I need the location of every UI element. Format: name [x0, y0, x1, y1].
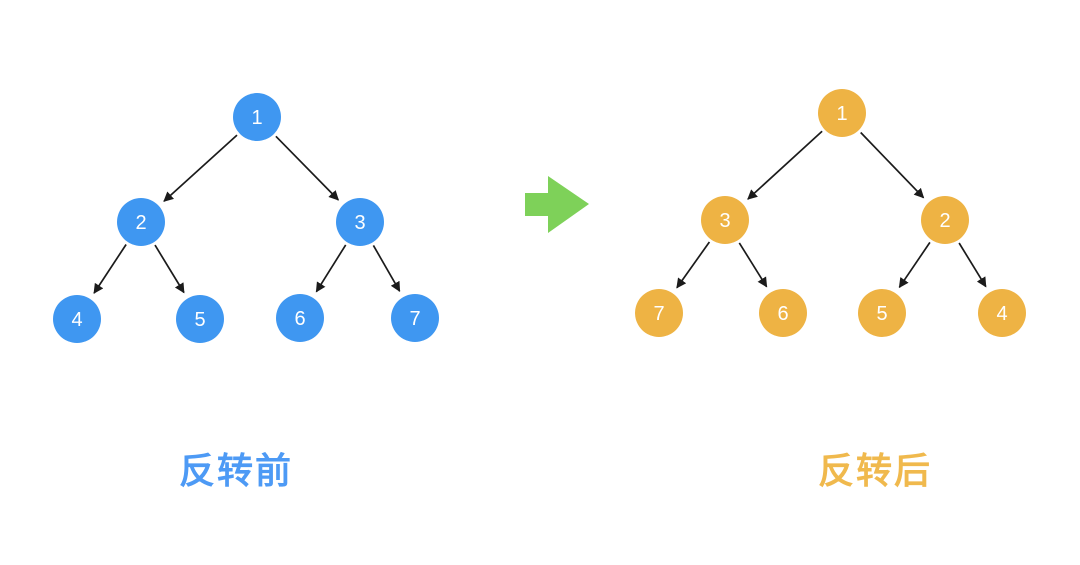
node-value-5: 5 [194, 309, 205, 331]
tree-edge-b1-b3 [275, 135, 340, 201]
tree-node-after-6 [759, 289, 807, 337]
node-value-6: 6 [777, 303, 788, 325]
tree-edge-a1-a2 [860, 131, 925, 199]
tree-edge-a3-a7 [676, 241, 711, 289]
node-value-6: 6 [294, 308, 305, 330]
tree-edge-a2-a5 [898, 241, 931, 289]
node-value-2: 2 [135, 212, 146, 234]
tree-node-before-7 [391, 294, 439, 342]
tree-node-before-1 [233, 93, 281, 141]
node-value-7: 7 [653, 303, 664, 325]
node-value-4: 4 [71, 309, 82, 331]
node-value-5: 5 [876, 303, 887, 325]
node-value-4: 4 [996, 303, 1007, 325]
tree-node-before-4 [53, 295, 101, 343]
tree-node-after-5 [858, 289, 906, 337]
before-tree-label: 反转前 [178, 450, 294, 491]
tree-edge-a3-a6 [738, 242, 768, 288]
tree-after: 1 3 2 7 6 5 4 [635, 89, 1026, 337]
tree-node-after-1 [818, 89, 866, 137]
node-value-2: 2 [939, 210, 950, 232]
tree-node-before-3 [336, 198, 384, 246]
tree-edge-b3-b7 [372, 244, 401, 292]
node-value-1: 1 [251, 107, 262, 129]
tree-node-before-6 [276, 294, 324, 342]
tree-edge-b2-b4 [93, 244, 127, 294]
tree-node-after-2 [921, 196, 969, 244]
tree-node-before-5 [176, 295, 224, 343]
tree-node-after-7 [635, 289, 683, 337]
tree-node-before-2 [117, 198, 165, 246]
node-value-3: 3 [719, 210, 730, 232]
node-value-3: 3 [354, 212, 365, 234]
tree-before: 1 2 3 4 5 6 7 [53, 93, 439, 343]
tree-edge-b1-b2 [163, 134, 238, 202]
node-value-1: 1 [836, 103, 847, 125]
tree-node-after-3 [701, 196, 749, 244]
tree-edge-a2-a4 [958, 242, 987, 288]
after-tree-label: 反转后 [817, 450, 933, 491]
tree-edge-b2-b5 [154, 244, 185, 294]
tree-edge-a1-a3 [747, 130, 823, 200]
tree-node-after-4 [978, 289, 1026, 337]
transform-right-arrow-icon [525, 176, 589, 233]
node-value-7: 7 [409, 308, 420, 330]
tree-edge-b3-b6 [315, 244, 347, 293]
